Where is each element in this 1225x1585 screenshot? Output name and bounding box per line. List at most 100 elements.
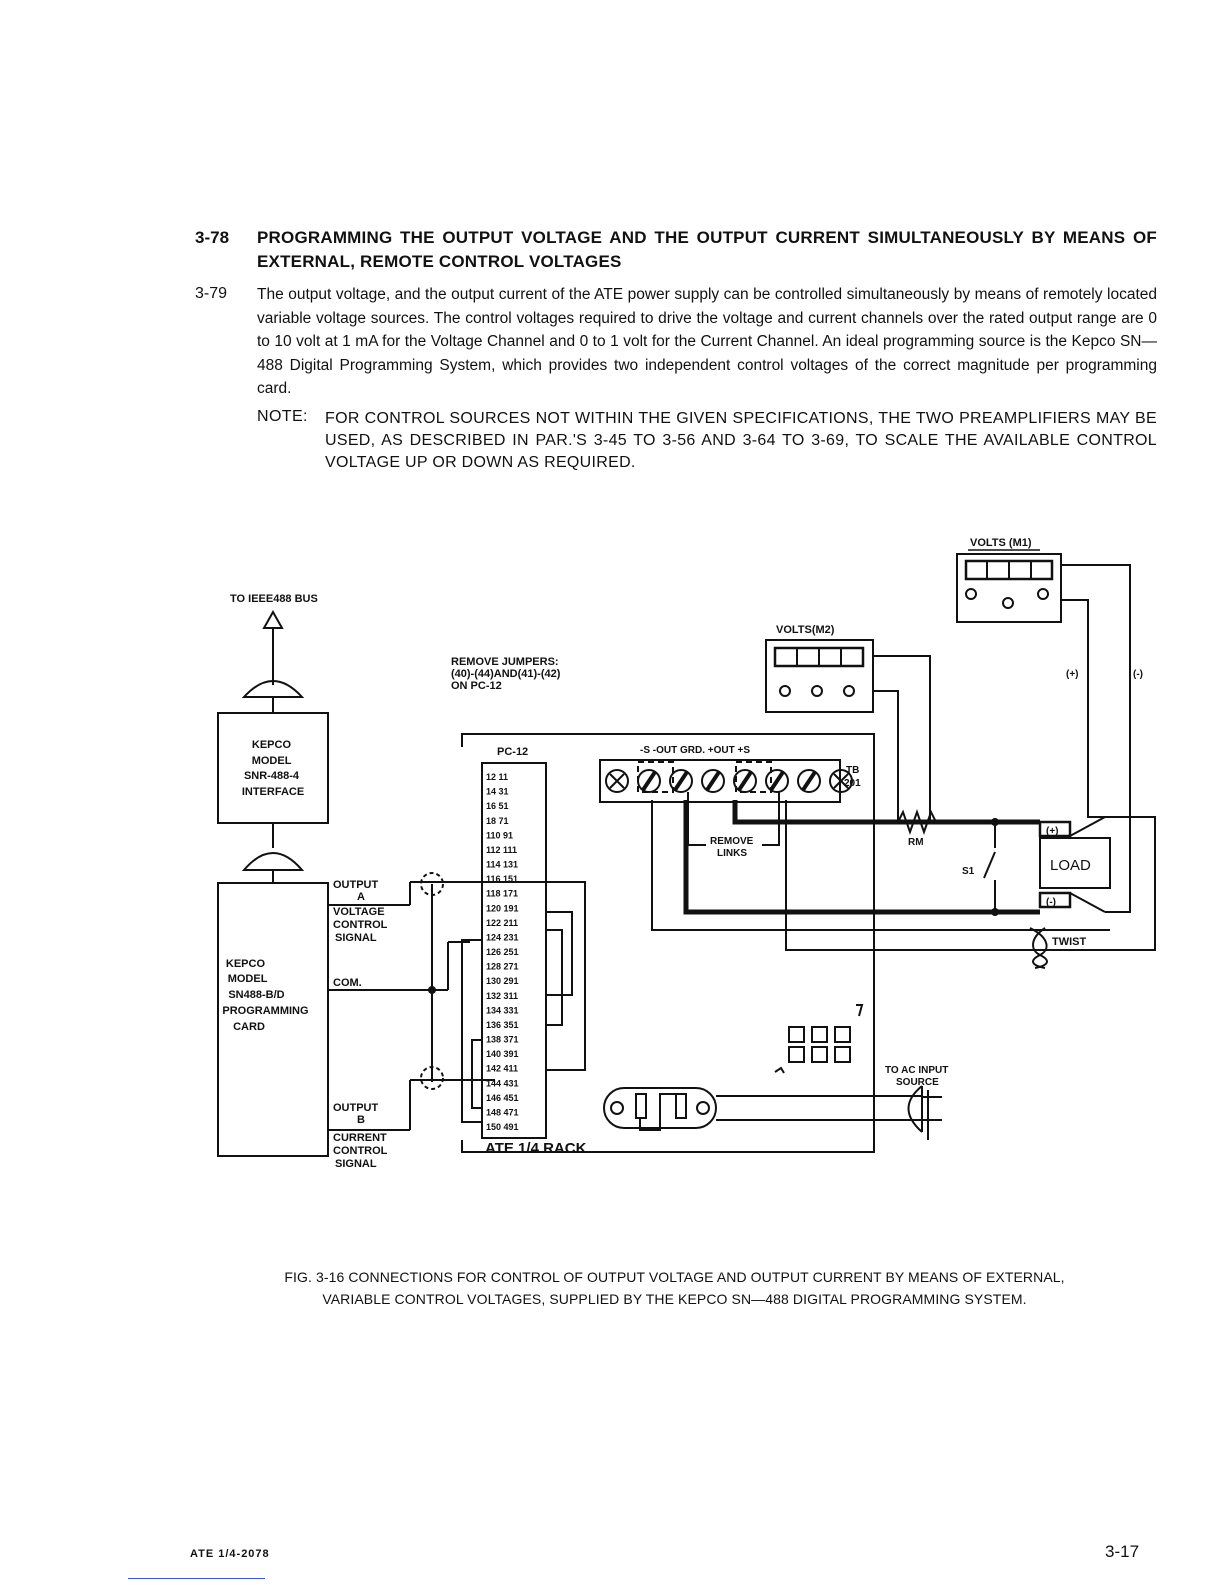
minus-label: (-) [1133, 669, 1143, 680]
svg-text:KEPCO MODEL SNR-488-4: KEPCO MODEL SNR-488-4 INTERFACE [242, 739, 304, 798]
interface-line: SNR-488-4 [244, 770, 300, 782]
volts-m2-label: VOLTS(M2) [776, 624, 835, 636]
jumpers-label: ON PC-12 [451, 680, 502, 692]
pc12-pin-row: 148 471 [486, 1107, 519, 1117]
pc12-pin-row: 110 91 [486, 830, 513, 840]
bus-label: TO IEEE488 BUS [230, 593, 318, 605]
pc12-pin-row: 128 271 [486, 962, 519, 972]
pc12-pin-row: 134 331 [486, 1005, 519, 1015]
pc12-connector [481, 762, 547, 1139]
terminal-screw-icon [605, 769, 629, 793]
load-box [1039, 837, 1111, 889]
footer-rule [128, 1578, 265, 1579]
interface-box [217, 712, 329, 824]
twist-label: TWIST [1052, 936, 1086, 948]
pc12-pin-row: 136 351 [486, 1020, 519, 1030]
pc12-pin-row: 146 451 [486, 1093, 519, 1103]
interface-line: KEPCO [252, 739, 292, 751]
card-line: PROGRAMMING [222, 1005, 308, 1017]
figure-caption: FIG. 3-16 CONNECTIONS FOR CONTROL OF OUT… [222, 1266, 1127, 1310]
load-plus-label: (+) [1046, 826, 1059, 837]
output-b-label: OUTPUT [333, 1102, 379, 1114]
pc12-pin-row: 144 431 [486, 1078, 519, 1088]
svg-text:REMOVE LINKS: REMOVE LINKS [710, 836, 756, 859]
interface-line: MODEL [252, 755, 292, 767]
pc12-pin-row: 14 31 [486, 787, 509, 797]
pc12-pin-row: 126 251 [486, 947, 519, 957]
svg-text:REMOVE JUMPERS: (40)-(44)A: REMOVE JUMPERS: (40)-(44)AND(41)-(42) ON… [451, 656, 563, 692]
jumpers-label: (40)-(44)AND(41)-(42) [451, 668, 561, 680]
pc12-pin-row: 12 11 [486, 772, 508, 782]
section-title: PROGRAMMING THE OUTPUT VOLTAGE AND THE O… [257, 228, 1157, 271]
terminal-screw-icon [669, 769, 693, 793]
pc12-pin-row: 118 171 [486, 889, 518, 899]
ac-input-label: TO AC INPUT [885, 1065, 948, 1076]
pc12-pin-row: 116 151 [486, 874, 518, 884]
svg-text:OUTPUT A VOLTAGE C: OUTPUT A VOLTAGE CONTROL SIGNAL COM. OUT… [333, 879, 390, 1170]
pc12-pin-row: 132 311 [486, 991, 518, 1001]
current-control-label: CONTROL [333, 1145, 388, 1157]
pc12-pin-row: 122 211 [486, 918, 518, 928]
pc12-pin-row: 140 391 [486, 1049, 519, 1059]
terminal-screw-icon [829, 769, 853, 793]
pc12-pin-row: 112 111 [486, 845, 517, 855]
svg-text:TO AC INPUT SOURCE: TO AC INPUT SOURCE [885, 1065, 951, 1088]
svg-text:KEPCO MODEL SN488-B/D: KEPCO MODEL SN488-B/D PROGRAMMING CARD [222, 958, 311, 1033]
programming-card-box [217, 882, 329, 1157]
s1-label: S1 [962, 866, 975, 877]
remove-links-label: REMOVE [710, 836, 754, 847]
pc12-pin-row: 16 51 [486, 801, 509, 811]
pc12-pin-row: 114 131 [486, 860, 518, 870]
pc12-pin-row: 130 291 [486, 976, 519, 986]
jumpers-label: REMOVE JUMPERS: [451, 656, 559, 668]
card-line: MODEL [228, 973, 268, 985]
pc12-pin-row: 142 411 [486, 1064, 518, 1074]
com-label: COM. [333, 977, 362, 989]
pc12-label: PC-12 [497, 746, 528, 758]
rack-label: ATE 1/4 RACK [485, 1140, 587, 1157]
tb-terminals-label: -S -OUT GRD. +OUT +S [640, 745, 750, 756]
plus-label: (+) [1066, 669, 1079, 680]
volts-m1-meter [956, 553, 1062, 623]
voltage-control-label: VOLTAGE [333, 906, 385, 918]
caption-line: VARIABLE CONTROL VOLTAGES, SUPPLIED BY T… [322, 1291, 1027, 1307]
card-line: KEPCO [226, 958, 266, 970]
card-line: SN488-B/D [228, 989, 284, 1001]
remove-links-label: LINKS [717, 848, 747, 859]
ac-input-label: SOURCE [896, 1077, 939, 1088]
footer-document-id: ATE 1/4-2078 [190, 1548, 270, 1560]
output-a-letter: A [357, 891, 365, 903]
load-minus-label: (-) [1046, 897, 1056, 908]
voltage-control-label: CONTROL [333, 919, 388, 931]
pc12-pin-row: 138 371 [486, 1035, 519, 1045]
bus-arrow-icon [262, 609, 284, 629]
volts-m1-label: VOLTS (M1) [970, 537, 1032, 549]
pc12-pin-row: 150 491 [486, 1122, 519, 1132]
rack-outline [461, 733, 875, 1153]
section-number: 3-78 [195, 228, 230, 247]
card-line: CARD [233, 1021, 265, 1033]
current-control-label: CURRENT [333, 1132, 387, 1144]
pc12-pin-row: 120 191 [486, 903, 519, 913]
paragraph-text: The output voltage, and the output curre… [257, 286, 1157, 397]
terminal-block [599, 759, 841, 803]
terminal-screw-icon [765, 769, 789, 793]
terminal-screw-icon [797, 769, 821, 793]
note-label: NOTE: [257, 408, 308, 425]
voltage-control-label: SIGNAL [335, 932, 377, 944]
paragraph-number: 3-79 [195, 285, 228, 302]
output-b-letter: B [357, 1114, 365, 1126]
footer-page-number: 3-17 [1105, 1542, 1140, 1561]
pc12-pin-row: 124 231 [486, 932, 519, 942]
pc12-pin-row: 18 71 [486, 816, 509, 826]
rm-label: RM [908, 837, 924, 848]
interface-line: INTERFACE [242, 786, 304, 798]
load-label: LOAD [1050, 857, 1091, 874]
note-text: FOR CONTROL SOURCES NOT WITHIN THE GIVEN… [325, 410, 1157, 471]
tb-label: TB [846, 765, 859, 776]
volts-m2-meter [765, 639, 874, 713]
caption-line: FIG. 3-16 CONNECTIONS FOR CONTROL OF OUT… [284, 1269, 1065, 1285]
output-a-label: OUTPUT [333, 879, 379, 891]
current-control-label: SIGNAL [335, 1158, 377, 1170]
